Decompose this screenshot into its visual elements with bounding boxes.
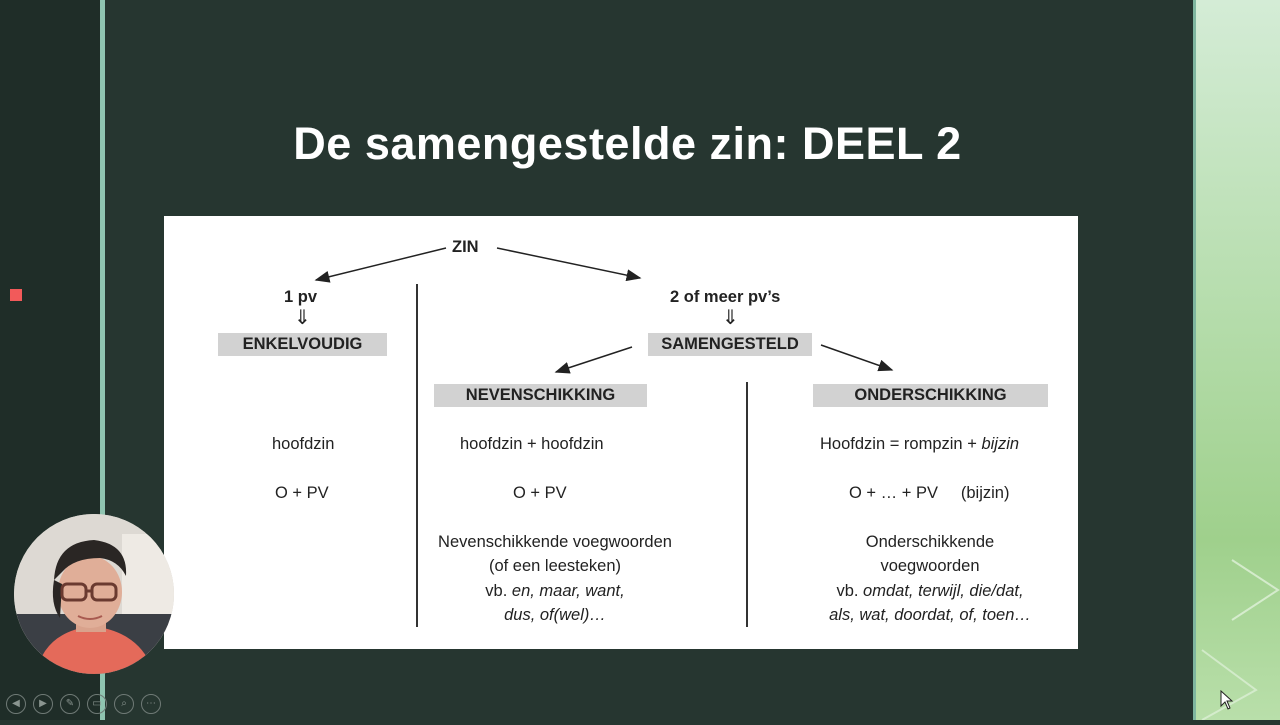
right-accent-bar — [1193, 0, 1197, 720]
col2-voegwoorden-title: Nevenschikkende voegwoorden — [438, 533, 672, 551]
arrow-samengesteld-right — [820, 344, 894, 372]
chevron-decoration — [1201, 559, 1280, 721]
box-nevenschikking: NEVENSCHIKKING — [434, 384, 647, 407]
arrow-samengesteld-left — [554, 346, 633, 374]
zin-label: ZIN — [452, 238, 479, 256]
slides-icon[interactable]: ▭ — [87, 694, 107, 714]
arrow-zin-left — [314, 247, 447, 283]
presenter-webcam — [14, 514, 174, 674]
divider-line-2 — [746, 382, 748, 627]
col2-examples-line2: dus, of(wel)… — [504, 606, 606, 624]
left-accent-bar — [100, 0, 105, 720]
diagram-panel: ZIN 1 pv 2 of meer pv’s ⇓ ⇓ ENKELVOUDIG … — [164, 216, 1078, 649]
col3-examples-line2: als, wat, doordat, of, toen… — [829, 606, 1031, 624]
diagram-arrows — [314, 247, 894, 374]
right-decoration-panel — [1196, 0, 1280, 721]
box-onderschikking: ONDERSCHIKKING — [813, 384, 1048, 407]
arrow-zin-right — [496, 247, 642, 282]
col3-voegwoorden-title: Onderschikkende — [865, 533, 995, 551]
divider-line-1 — [416, 284, 418, 627]
col3-voegwoorden-word: voegwoorden — [880, 557, 980, 575]
presenter-portrait — [14, 514, 174, 674]
col3-formula: O + … + PV (bijzin) — [849, 484, 1010, 502]
col3-hoofdzin-definition: Hoofdzin = rompzin + bijzin — [820, 435, 1020, 453]
arrow-left-icon[interactable]: ◀ — [6, 694, 26, 714]
col2-leesteken: (of een leesteken) — [488, 557, 622, 575]
pen-icon[interactable]: ✎ — [60, 694, 80, 714]
arrow-right-icon[interactable]: ▶ — [33, 694, 53, 714]
double-arrow-down-icon: ⇓ — [722, 307, 739, 329]
col2-formula: O + PV — [513, 484, 567, 502]
branch-1pv: 1 pv — [284, 288, 318, 306]
col1-hoofdzin: hoofdzin — [272, 435, 335, 453]
more-icon[interactable]: ⋯ — [141, 694, 161, 714]
double-arrow-down-icon: ⇓ — [294, 307, 311, 329]
box-enkelvoudig: ENKELVOUDIG — [218, 333, 387, 356]
col2-hoofdzinnen: hoofdzin + hoofdzin — [460, 435, 604, 453]
zoom-icon[interactable]: ⌕ — [114, 694, 134, 714]
col2-examples-line1: vb. en, maar, want, — [485, 582, 625, 600]
col3-examples-line1: vb. omdat, terwijl, die/dat, — [836, 582, 1024, 600]
box-samengesteld: SAMENGESTELD — [648, 333, 812, 356]
cursor-icon — [1220, 689, 1234, 715]
col1-formula: O + PV — [275, 484, 329, 502]
presentation-controls: ◀ ▶ ✎ ▭ ⌕ ⋯ — [6, 694, 161, 714]
branch-2pv: 2 of meer pv’s — [670, 288, 781, 306]
laser-pointer-dot — [10, 289, 22, 301]
slide-title: De samengestelde zin: DEEL 2 — [293, 118, 962, 169]
